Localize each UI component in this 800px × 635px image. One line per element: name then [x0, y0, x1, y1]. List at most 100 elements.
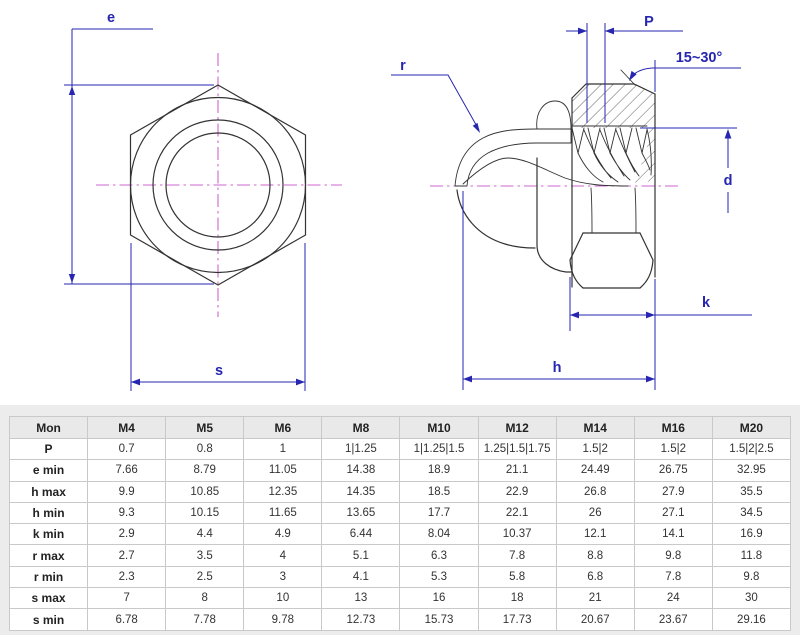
- table-cell: 26.75: [633, 459, 713, 482]
- table-cell: 6.8: [555, 565, 635, 589]
- thread-teeth: [571, 127, 648, 154]
- table-cell: 5.8: [477, 565, 557, 589]
- cap-wall-section: [454, 128, 572, 187]
- table-cell: 20.67: [555, 608, 635, 631]
- dimension-r: r: [391, 58, 480, 133]
- table-cell: 0.7: [87, 437, 167, 461]
- table-cell: 13: [321, 587, 401, 610]
- table-cell: 30: [711, 587, 792, 610]
- col-header: M20: [711, 416, 792, 439]
- table-cell: 7.8: [633, 565, 713, 589]
- cap-skirt: [536, 157, 573, 273]
- nut-section-hatch: [572, 84, 655, 183]
- col-header: M12: [477, 416, 557, 439]
- dimension-k: k: [569, 277, 752, 331]
- table-cell: 24.49: [555, 459, 635, 482]
- table-cell: 12.73: [321, 608, 401, 631]
- row-label: r max: [8, 544, 89, 567]
- table-cell: 26.8: [555, 480, 635, 503]
- table-cell: 12.1: [555, 523, 635, 546]
- thread-major-circle: [152, 119, 284, 251]
- hex-faces: [569, 187, 654, 289]
- chamfer-circle: [129, 96, 307, 274]
- table-cell: 21: [555, 587, 635, 610]
- table-cell: 9.8: [711, 565, 792, 589]
- table-cell: 26: [555, 501, 635, 525]
- chamfer-tick: [620, 69, 636, 86]
- table-cell: 6.78: [87, 608, 167, 631]
- row-label: h max: [8, 480, 89, 503]
- break-line: [462, 157, 629, 187]
- label-r: r: [400, 58, 406, 74]
- table-cell: 14.38: [321, 459, 401, 482]
- table-cell: 8.04: [399, 523, 479, 546]
- thread-minor-circle: [165, 132, 271, 238]
- table-cell: 27.9: [633, 480, 713, 503]
- table-cell: 11.8: [711, 544, 792, 567]
- table-cell: 18.5: [399, 480, 479, 503]
- table-cell: 13.65: [321, 501, 401, 525]
- row-label-header: Mon: [8, 416, 89, 439]
- table-cell: 9.9: [87, 480, 167, 503]
- technical-drawing: e s: [64, 10, 752, 391]
- table-cell: 9.3: [87, 501, 167, 525]
- table-cell: 2.7: [87, 544, 167, 567]
- table-cell: 29.16: [711, 608, 792, 631]
- row-label: r min: [8, 565, 89, 589]
- label-p: P: [644, 14, 654, 30]
- row-label: s max: [8, 587, 89, 610]
- col-header: M5: [165, 416, 245, 439]
- section-view: P r 15~30° d k: [391, 14, 752, 390]
- table-cell: 18.9: [399, 459, 479, 482]
- col-header: M10: [399, 416, 479, 439]
- table-cell: 32.95: [711, 459, 792, 482]
- table-cell: 11.05: [243, 459, 323, 482]
- table-cell: 10.15: [165, 501, 245, 525]
- table-cell: 22.1: [477, 501, 557, 525]
- table-cell: 8.8: [555, 544, 635, 567]
- dome-nut-drawing: e s: [64, 10, 752, 391]
- label-e: e: [107, 10, 115, 26]
- table-cell: 1.5|2: [633, 437, 713, 461]
- table-cell: 7.78: [165, 608, 245, 631]
- table-cell: 1|1.25|1.5: [399, 437, 479, 461]
- dimension-d: d: [640, 127, 737, 213]
- table-cell: 22.9: [477, 480, 557, 503]
- table-cell: 8: [165, 587, 245, 610]
- table-cell: 4.1: [321, 565, 401, 589]
- table-cell: 7.8: [477, 544, 557, 567]
- dimension-e: e: [64, 10, 214, 285]
- table-cell: 4.9: [243, 523, 323, 546]
- table-cell: 27.1: [633, 501, 713, 525]
- nut-top-face: [571, 83, 656, 99]
- table-cell: 3.5: [165, 544, 245, 567]
- table-cell: 4.4: [165, 523, 245, 546]
- table-cell: 1.25|1.5|1.75: [477, 437, 557, 461]
- table-cell: 6.44: [321, 523, 401, 546]
- table-cell: 12.35: [243, 480, 323, 503]
- row-label: P: [8, 437, 89, 461]
- table-cell: 6.3: [399, 544, 479, 567]
- table-cell: 35.5: [711, 480, 792, 503]
- row-label: e min: [8, 459, 89, 482]
- label-angle: 15~30°: [676, 50, 723, 66]
- cap-bead-section: [536, 100, 572, 130]
- table-cell: 5.3: [399, 565, 479, 589]
- row-label: s min: [8, 608, 89, 631]
- table-cell: 2.9: [87, 523, 167, 546]
- thread-flanks: [577, 128, 652, 183]
- table-cell: 16.9: [711, 523, 792, 546]
- table-cell: 7: [87, 587, 167, 610]
- table-cell: 0.8: [165, 437, 245, 461]
- table-cell: 10: [243, 587, 323, 610]
- table-cell: 8.79: [165, 459, 245, 482]
- table-cell: 21.1: [477, 459, 557, 482]
